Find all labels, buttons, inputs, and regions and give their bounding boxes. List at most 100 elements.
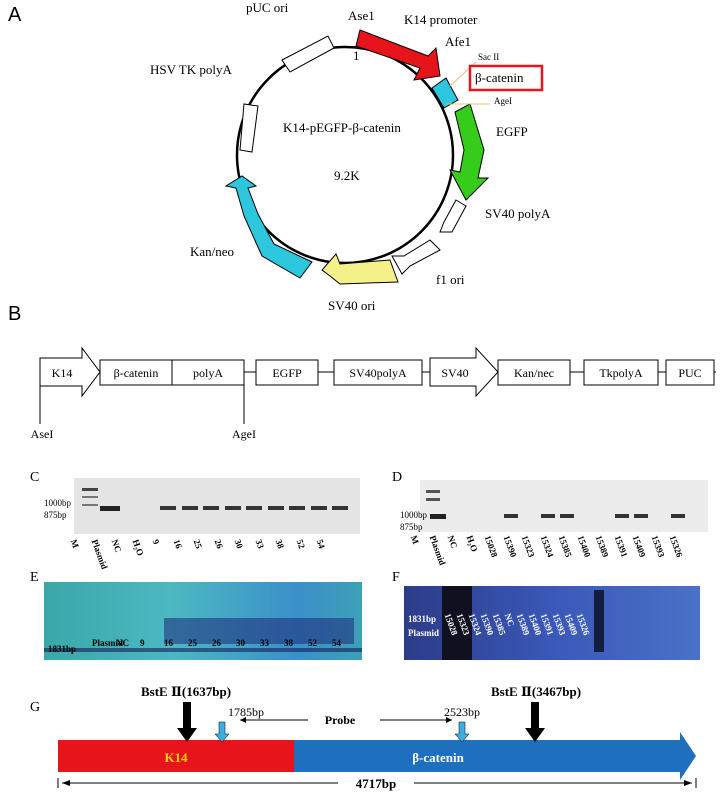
gel-d-lane-label: 15326 <box>667 534 685 559</box>
sv40-box <box>429 346 499 398</box>
sample-band <box>181 506 198 510</box>
blot-e-lane-label: 30 <box>236 638 245 648</box>
blot-f-marker-1831: 1831bp <box>408 614 437 624</box>
gel-c-marker-875: 875bp <box>44 510 67 520</box>
k14-box <box>39 346 101 398</box>
marker-band <box>426 498 440 501</box>
sample-band <box>633 514 648 518</box>
bcatenin-highlight-box <box>468 64 544 92</box>
gel-c-lane-label: 9 <box>150 538 162 546</box>
linear-map: K14 β-catenin polyA EGFP SV40polyA SV40 … <box>31 346 716 441</box>
blot-e-lane-label: 26 <box>212 638 221 648</box>
gel-d-lane-label: 15385 <box>556 534 574 559</box>
hsvtk-label: HSV TK polyA <box>150 62 232 77</box>
polya-box <box>171 359 245 386</box>
sample-band <box>224 506 241 510</box>
sample-band <box>160 506 176 510</box>
afe1-label: Afe1 <box>445 34 471 49</box>
blot-e-lane-label: 52 <box>308 638 317 648</box>
gel-c-lane-label: 54 <box>314 538 328 550</box>
kan-neo-arrow <box>224 175 313 279</box>
gel-c-lane-label: 33 <box>253 538 266 550</box>
sample-band <box>289 506 305 510</box>
sv40-polya-label: SV40 polyA <box>485 206 551 221</box>
marker-band <box>82 504 98 506</box>
gel-c-lane-label: 16 <box>171 538 184 550</box>
k14-promoter-label: K14 promoter <box>404 12 478 27</box>
sv40-ori-label: SV40 ori <box>328 298 376 313</box>
gel-d-marker-875: 875bp <box>400 522 423 532</box>
k14-region <box>58 740 294 772</box>
blot-e-lane-label: Plasmid <box>92 638 124 648</box>
sample-band <box>203 506 219 510</box>
asei-label: AseI <box>31 427 54 441</box>
egfp-arrow <box>449 103 490 201</box>
puc-ori-segment <box>281 35 335 73</box>
sv40-polya-arrow <box>439 199 467 233</box>
panel-label-a: A <box>8 4 22 26</box>
puc-box-label: PUC <box>678 366 701 380</box>
egfp-box <box>255 359 319 386</box>
gel-d-lane-label: 15323 <box>519 534 537 559</box>
blot-e-lane-label: NC <box>116 638 129 648</box>
gel-c-lane-label: Plasmid <box>89 538 110 571</box>
kan-neo-label: Kan/neo <box>190 244 235 259</box>
plasmid-backbone <box>235 45 455 265</box>
probe-end-label: 2523bp <box>444 705 480 719</box>
total-length-label: 4717bp <box>356 776 396 791</box>
marker-band <box>426 490 440 493</box>
gel-d-lane-label: 15391 <box>612 534 630 559</box>
bste-site2-arrow <box>525 702 545 742</box>
blot-e-lane-label: 16 <box>164 638 173 648</box>
plasmid-map <box>224 29 544 285</box>
hsvtk-polya-segment <box>239 103 259 153</box>
blot-e-lane-label: 25 <box>188 638 197 648</box>
sample-band <box>541 514 555 518</box>
bcatenin-box-label: β-catenin <box>114 366 159 380</box>
tkpolya-box-label: TkpolyA <box>599 366 643 380</box>
blot-f <box>404 586 700 660</box>
gel-c-lane-label: 25 <box>191 538 205 550</box>
puc-ori-label: pUC ori <box>246 0 289 15</box>
blot-f-marker-plasmid: Plasmid <box>408 628 440 638</box>
egfp-box-label: EGFP <box>272 366 302 380</box>
sample-band <box>267 506 284 510</box>
blot-e-marker: 1831bp <box>48 644 77 654</box>
blot-e <box>44 582 362 660</box>
gel-c-lane-label: 38 <box>273 538 287 550</box>
agei-label: AgeI <box>232 427 256 441</box>
bste-site2-label: BstE Ⅱ(3467bp) <box>491 684 581 699</box>
gel-c-lane-label: NC <box>109 538 124 554</box>
gel-c-lane-label: H₂O <box>130 538 146 558</box>
gel-d-lane-label: 15400 <box>575 534 593 559</box>
panel-label-c: C <box>30 470 40 485</box>
kannec-box <box>497 359 571 386</box>
sample-band <box>504 514 518 518</box>
gel-d-lane-label: 15409 <box>630 534 648 559</box>
plasmid-band <box>430 514 446 519</box>
sv40-box-label: SV40 <box>441 366 468 380</box>
blot-f-dark-lane <box>442 586 472 660</box>
gel-d-lane-label: M <box>408 534 421 546</box>
k14-box-label: K14 <box>52 366 73 380</box>
blot-f-dark-lane <box>594 590 604 652</box>
sample-band <box>615 514 629 518</box>
puc-box <box>665 359 715 386</box>
bcatenin-region <box>294 732 696 780</box>
panel-label-b: B <box>8 303 22 325</box>
plasmid-band <box>100 506 120 511</box>
panel-label-d: D <box>392 470 403 485</box>
sample-band <box>559 514 574 518</box>
gel-c-lane-label: M <box>68 538 81 550</box>
gel-d-lane-label: 15028 <box>482 534 500 559</box>
f1-ori-arrow <box>391 239 441 275</box>
gel-c-lane-label: 26 <box>212 538 225 550</box>
tkpolya-box <box>583 359 659 386</box>
blot-e-lane-label: 9 <box>140 638 145 648</box>
egfp-label: EGFP <box>496 124 528 139</box>
blot-e-signal <box>164 618 354 644</box>
blot-e-band-1831 <box>44 648 362 652</box>
panel-label-e: E <box>30 570 39 585</box>
plasmid-size: 9.2K <box>334 168 360 183</box>
bste-site1-label: BstE Ⅱ(1637bp) <box>141 684 231 699</box>
